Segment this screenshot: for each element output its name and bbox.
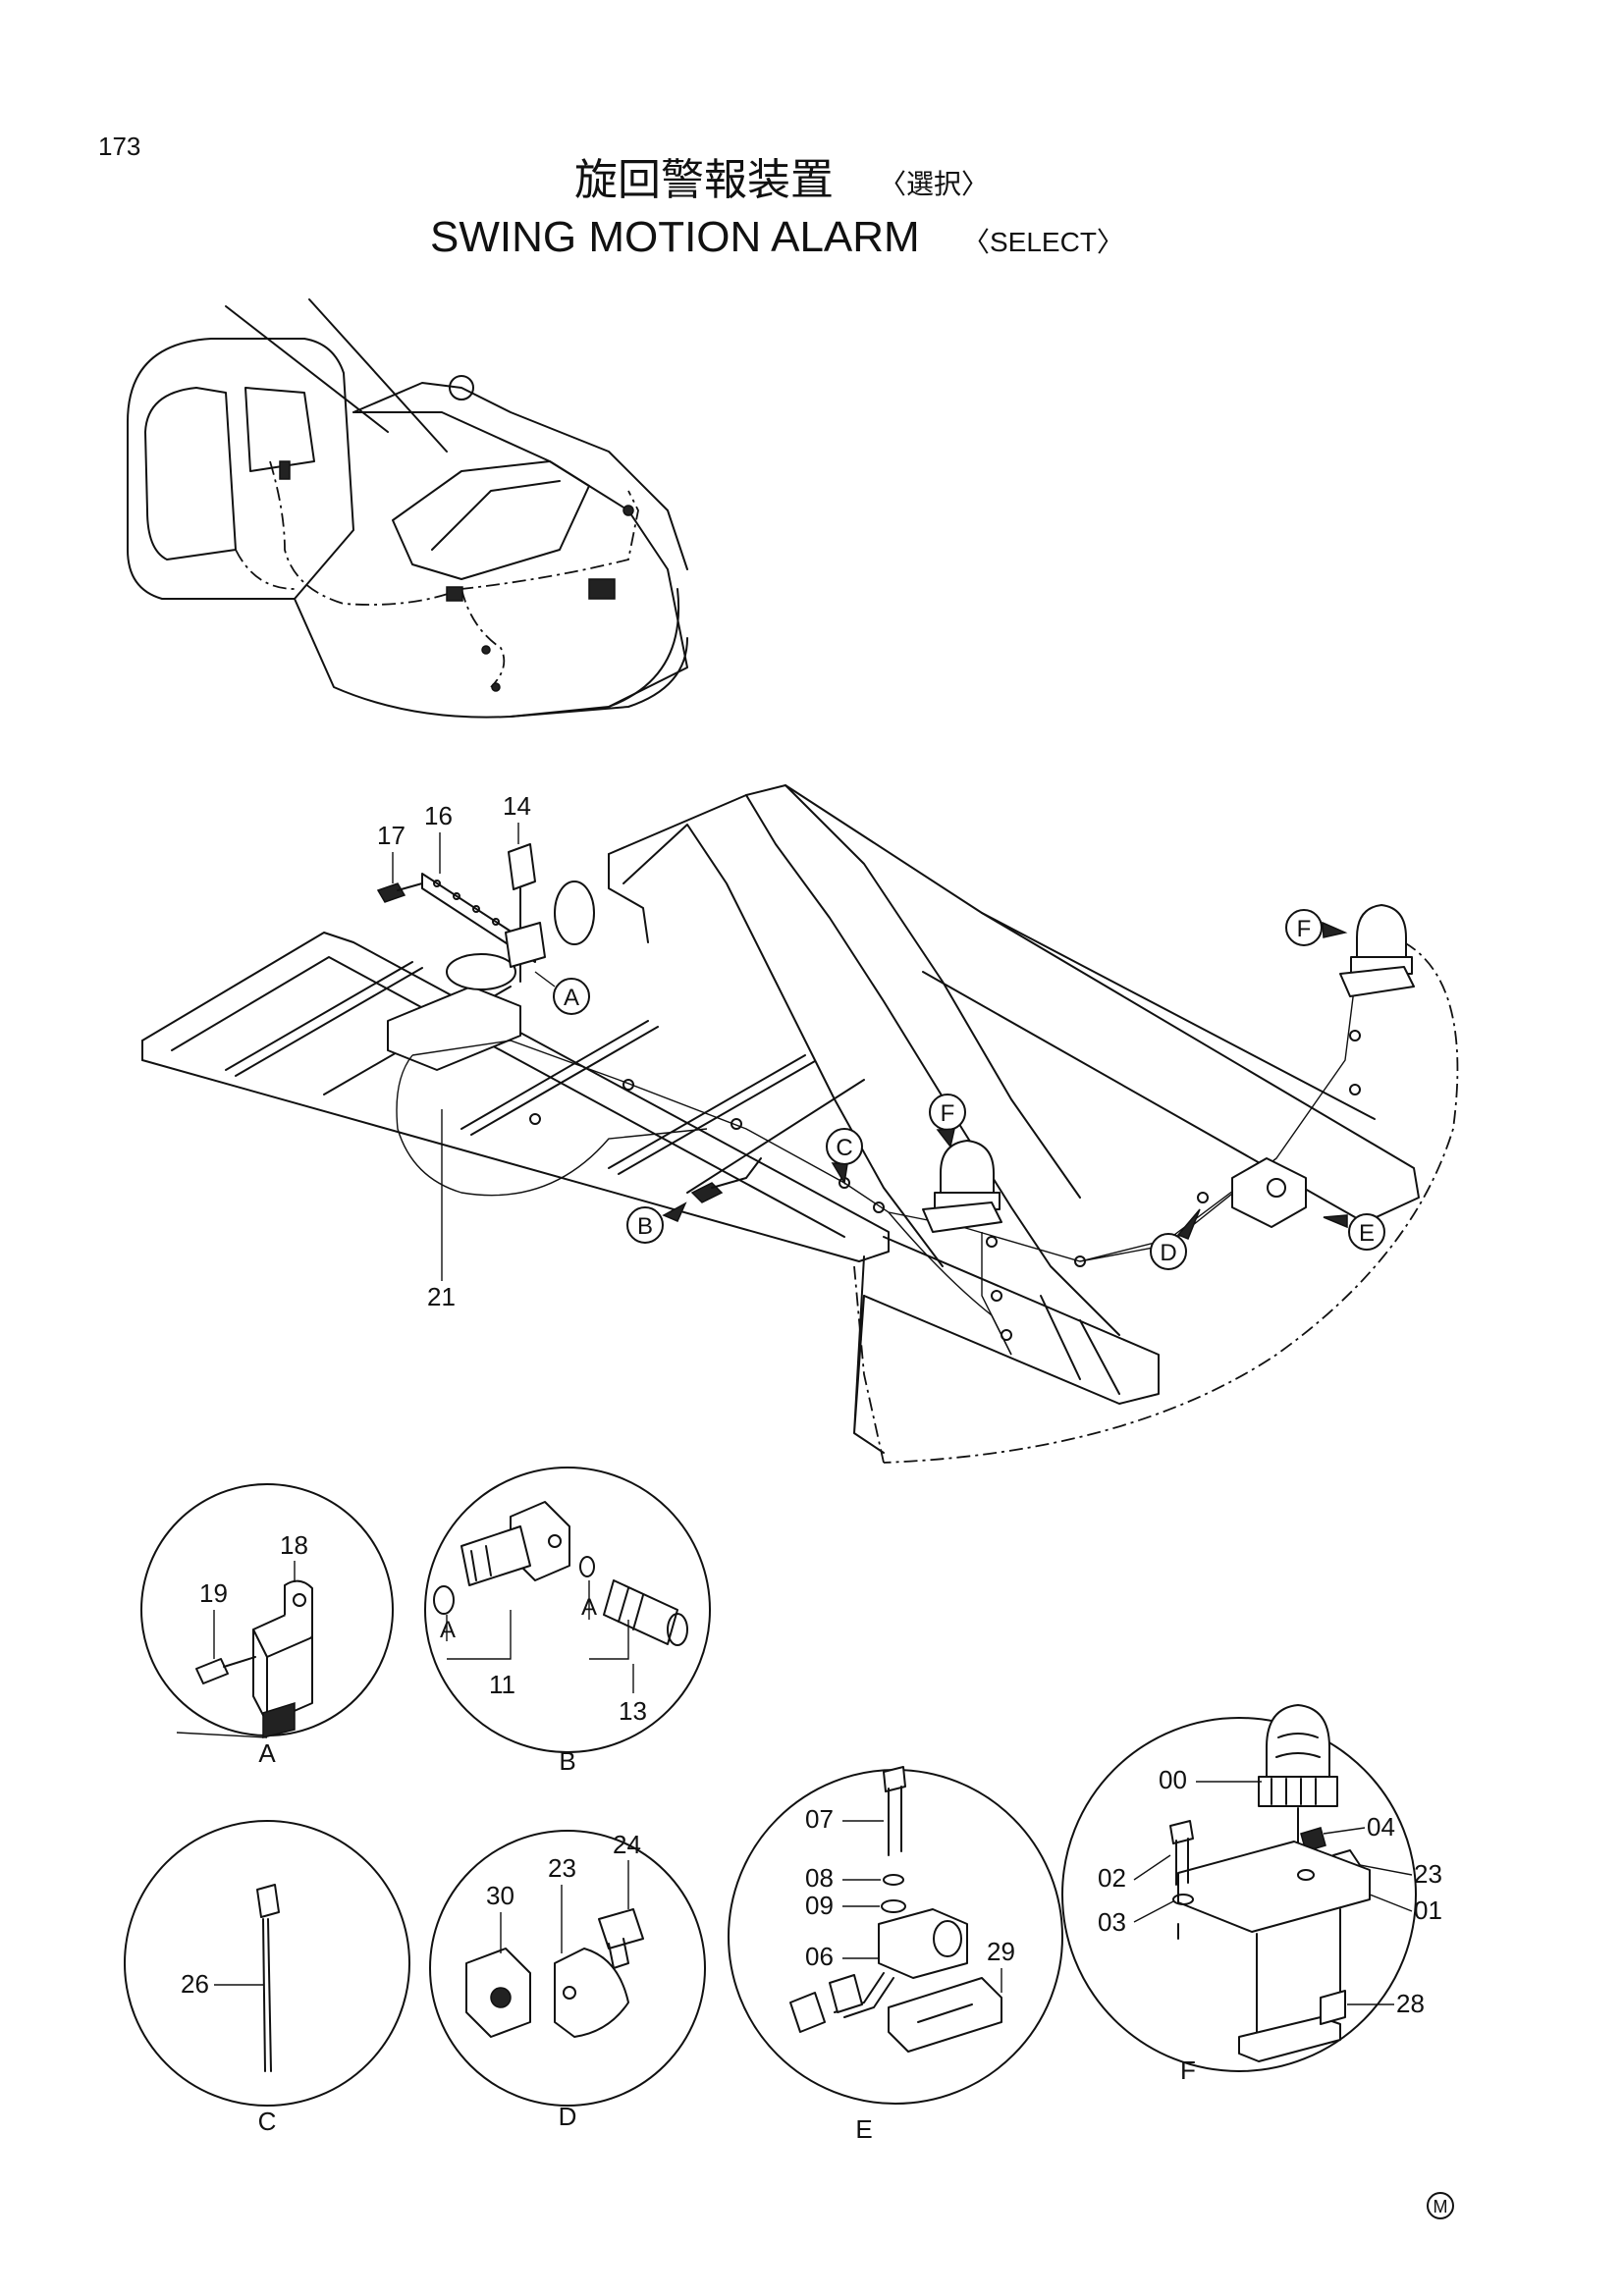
- title-japanese-note: 〈選択〉: [879, 169, 989, 199]
- detail-F-part-04: 04: [1367, 1812, 1395, 1842]
- page-number: 173: [98, 132, 140, 161]
- title-english-note: 〈SELECT〉: [962, 227, 1124, 257]
- detail-A-part-18: 18: [280, 1530, 308, 1560]
- svg-text:F: F: [1297, 916, 1312, 942]
- detail-B-label: B: [559, 1746, 575, 1776]
- detail-view-E: 07 08 09 06 29 E: [728, 1766, 1063, 2144]
- detail-D-part-24: 24: [613, 1830, 641, 1859]
- view-marker-B: B: [626, 1201, 687, 1244]
- view-marker-E: E: [1323, 1213, 1385, 1251]
- detail-B-oring-label-1: A: [440, 1617, 456, 1643]
- detail-view-A: 18 19 A: [140, 1483, 394, 1768]
- detail-E-part-07: 07: [805, 1804, 834, 1834]
- title-japanese: 旋回警報装置: [574, 156, 834, 204]
- detail-D-part-23: 23: [548, 1853, 576, 1883]
- svg-text:E: E: [1359, 1220, 1375, 1247]
- main-callouts: 17 16 14 21: [377, 791, 531, 1311]
- excavator-overview-drawing: [127, 298, 688, 719]
- detail-E-part-08: 08: [805, 1863, 834, 1893]
- detail-view-D: 30 23 24 D: [429, 1830, 706, 2131]
- detail-A-part-19: 19: [199, 1578, 228, 1608]
- callout-16: 16: [424, 801, 453, 830]
- svg-text:B: B: [637, 1213, 653, 1240]
- detail-F-part-23: 23: [1414, 1859, 1442, 1889]
- detail-view-F: 00 04 23 01 02 03 28 F: [1061, 1704, 1442, 2085]
- detail-E-part-09: 09: [805, 1891, 834, 1920]
- detail-B-part-11: 11: [489, 1670, 515, 1699]
- title-english: SWING MOTION ALARM: [430, 213, 920, 261]
- svg-text:M: M: [1434, 2197, 1448, 2216]
- detail-F-part-28: 28: [1396, 1989, 1425, 2018]
- detail-A-label: A: [258, 1738, 276, 1768]
- detail-D-label: D: [559, 2102, 577, 2131]
- detail-C-part-26: 26: [181, 1969, 209, 1999]
- view-marker-C: C: [826, 1128, 863, 1186]
- detail-F-part-03: 03: [1098, 1907, 1126, 1937]
- view-marker-F-right: F: [1285, 909, 1348, 946]
- detail-view-C: 26 C: [124, 1820, 410, 2136]
- detail-F-part-00: 00: [1159, 1765, 1187, 1794]
- detail-E-part-06: 06: [805, 1942, 834, 1971]
- callout-17: 17: [377, 821, 406, 850]
- detail-F-label: F: [1180, 2056, 1196, 2085]
- svg-text:C: C: [836, 1135, 852, 1161]
- detail-F-part-01: 01: [1414, 1896, 1442, 1925]
- svg-text:F: F: [941, 1100, 955, 1127]
- view-marker-F-center: F: [929, 1094, 966, 1148]
- detail-F-part-02: 02: [1098, 1863, 1126, 1893]
- main-frame-drawing: [141, 784, 1459, 1464]
- detail-C-label: C: [258, 2107, 277, 2136]
- detail-D-part-30: 30: [486, 1881, 514, 1910]
- detail-view-B: A A 11 13 B: [424, 1467, 711, 1776]
- callout-21: 21: [427, 1282, 456, 1311]
- callout-14: 14: [503, 791, 531, 821]
- detail-E-label: E: [855, 2114, 872, 2144]
- detail-E-part-29: 29: [987, 1937, 1015, 1966]
- view-marker-D: D: [1150, 1208, 1201, 1270]
- svg-text:A: A: [564, 985, 579, 1011]
- footer-mark: M: [1427, 2192, 1454, 2219]
- svg-text:D: D: [1160, 1240, 1176, 1266]
- view-marker-A: A: [534, 971, 590, 1015]
- detail-B-part-13: 13: [619, 1696, 647, 1726]
